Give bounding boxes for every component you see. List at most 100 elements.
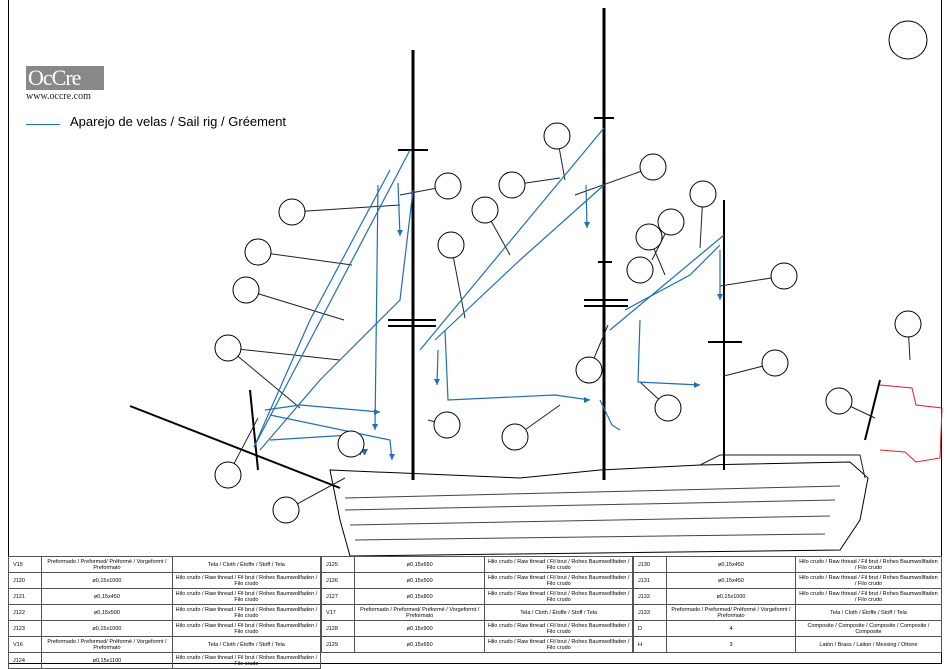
part-material: Hilo crudo / Raw thread / Fil brut / Roh…: [171, 604, 322, 621]
stern-flag: [879, 384, 943, 463]
part-code: J120: [8, 572, 42, 589]
part-code: J130: [633, 556, 667, 573]
part-size: Preformado / Preformed/ Préformé / Vorge…: [353, 604, 486, 621]
part-size: ø0,15x450: [666, 556, 796, 573]
callout-circle: [501, 423, 529, 451]
callout-circle: [654, 394, 682, 422]
part-material: Hilo crudo / Raw thread / Fil brut / Roh…: [484, 636, 633, 653]
part-size: 4: [666, 620, 796, 637]
part-size: ø0,15x500: [353, 572, 486, 589]
part-code: J127: [321, 588, 355, 605]
part-code: J129: [321, 636, 355, 653]
part-size: Preformado / Preformed/ Préformé / Vorge…: [666, 604, 796, 621]
part-size: ø0,15x650: [353, 636, 486, 653]
part-material: Tela / Cloth / Étoffe / Stoff / Tela: [794, 604, 943, 621]
part-code: V17: [321, 604, 355, 621]
callout-circle: [689, 180, 717, 208]
part-material: Hilo crudo / Raw thread / Fil brut / Roh…: [171, 652, 322, 669]
bowsprit: [129, 405, 341, 489]
callout-circle: [434, 172, 462, 200]
part-code: D: [633, 620, 667, 637]
part-size: ø0,15x650: [353, 556, 486, 573]
part-size: ø0,15x500: [41, 604, 173, 621]
callout-circle: [272, 496, 300, 524]
part-code: J123: [8, 620, 42, 637]
callout-circle: [498, 171, 526, 199]
ship-hull: [329, 461, 869, 556]
part-code: J121: [8, 588, 42, 605]
part-material: Hilo crudo / Raw thread / Fil brut / Roh…: [484, 556, 633, 573]
callout-circle: [232, 276, 260, 304]
part-code: J132: [633, 588, 667, 605]
callout-circle: [437, 231, 465, 259]
part-material: Tela / Cloth / Étoffe / Stoff / Tela: [484, 604, 633, 621]
part-material: Hilo crudo / Raw thread / Fil brut / Roh…: [484, 572, 633, 589]
callout-circle: [657, 208, 685, 236]
part-material: Tela / Cloth / Étoffe / Stoff / Tela: [171, 556, 322, 573]
part-material: Hilo crudo / Raw thread / Fil brut / Roh…: [794, 588, 943, 605]
part-size: Preformado / Preformed/ Préformé / Vorge…: [41, 636, 173, 653]
callout-circle: [626, 256, 654, 284]
part-material: Composite / Composite / Composite / Comp…: [794, 620, 943, 637]
callout-circle: [471, 196, 499, 224]
callout-circle: [894, 310, 922, 338]
occre-logo: OcCre www.occre.com: [26, 66, 106, 102]
part-material: Tela / Cloth / Étoffe / Stoff / Tela: [171, 636, 322, 653]
part-material: Hilo crudo / Raw thread / Fil brut / Roh…: [171, 620, 322, 637]
part-code: V16: [8, 636, 42, 653]
callout-circle: [244, 238, 272, 266]
part-code: J133: [633, 604, 667, 621]
callout-circle: [214, 461, 242, 489]
part-code: J124: [8, 652, 42, 669]
part-size: ø0,15x450: [41, 588, 173, 605]
part-material: Hilo crudo / Raw thread / Fil brut / Roh…: [171, 572, 322, 589]
legend-label: Aparejo de velas / Sail rig / Gréement: [70, 114, 287, 129]
part-code: J126: [321, 572, 355, 589]
rig-line-fore-stay: [253, 149, 411, 448]
callout-circle: [635, 223, 663, 251]
callout-circle: [214, 334, 242, 362]
part-material: Hilo crudo / Raw thread / Fil brut / Roh…: [484, 620, 633, 637]
part-material: Hilo crudo / Raw thread / Fil brut / Roh…: [794, 572, 943, 589]
callout-circle: [825, 387, 853, 415]
logo-url: www.occre.com: [26, 91, 91, 102]
legend: Aparejo de velas / Sail rig / Gréement: [26, 114, 286, 129]
part-code: J122: [8, 604, 42, 621]
logo-brand: OcCre: [26, 66, 104, 90]
part-code: J128: [321, 620, 355, 637]
part-size: ø0,15x800: [353, 588, 486, 605]
part-size: ø0,15x1100: [41, 652, 173, 669]
part-size: ø0,15x1000: [666, 588, 796, 605]
part-material: Hilo crudo / Raw thread / Fil brut / Roh…: [794, 556, 943, 573]
rig-line-main-stay: [419, 127, 605, 351]
part-material: Hilo crudo / Raw thread / Fil brut / Roh…: [171, 588, 322, 605]
legend-line-swatch: [26, 124, 60, 125]
part-code: V15: [8, 556, 42, 573]
part-size: ø0,15x1000: [41, 572, 173, 589]
ship-rigging-drawing: [129, 8, 943, 556]
callout-circle: [770, 262, 798, 290]
callout-circle: [888, 20, 928, 60]
part-size: ø0,15x900: [353, 620, 486, 637]
part-size: Preformado / Preformed/ Préformé / Vorge…: [41, 556, 173, 573]
callout-circle: [433, 411, 461, 439]
part-material: Latón / Brass / Laiton / Messing / Otton…: [794, 636, 943, 653]
